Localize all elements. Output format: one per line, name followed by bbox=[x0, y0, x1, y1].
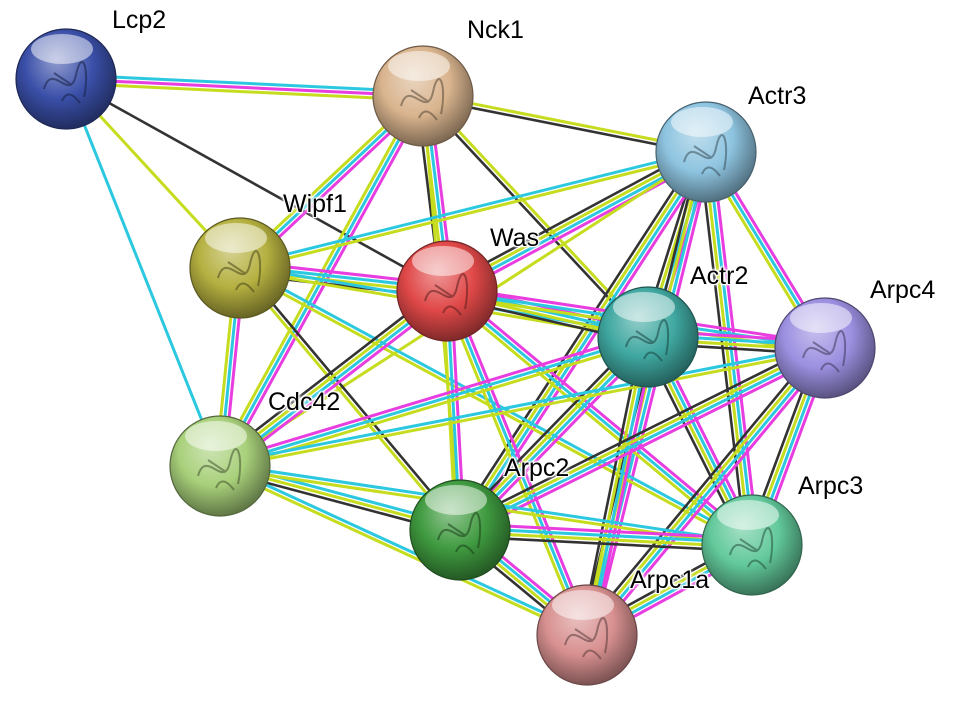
edge-strand-lime bbox=[217, 466, 588, 639]
edge-strand-cyan bbox=[459, 348, 828, 534]
edge-arpc4-arpc2 bbox=[455, 341, 830, 538]
sphere-highlight bbox=[790, 303, 852, 333]
protein-structure-icon bbox=[424, 273, 469, 316]
edge-strand-cyan bbox=[218, 335, 650, 468]
edge-strand-lime bbox=[457, 344, 826, 530]
edge-strand-lime bbox=[583, 345, 825, 636]
node-label-actr2: Actr2 bbox=[690, 262, 749, 290]
edge-strand-black bbox=[580, 342, 822, 633]
edge-strand-cyan bbox=[219, 462, 590, 635]
edge-actr3-wipf1 bbox=[237, 148, 709, 272]
edge-strand-pink bbox=[449, 287, 593, 635]
edge-strand-cyan bbox=[64, 77, 222, 468]
edge-strand-cyan bbox=[587, 347, 829, 638]
edge-strand-pink bbox=[590, 350, 832, 641]
node-label-arpc3: Arpc3 bbox=[798, 472, 864, 500]
edge-strand-cyan bbox=[237, 148, 707, 268]
node-arpc2[interactable] bbox=[409, 479, 511, 581]
edge-strand-lime bbox=[236, 267, 460, 533]
node-label-arpc1a: Arpc1a bbox=[630, 566, 710, 594]
node-label-was: Was bbox=[490, 224, 540, 252]
edge-strand-cyan bbox=[64, 73, 425, 94]
sphere-highlight bbox=[185, 421, 247, 451]
node-was[interactable] bbox=[396, 240, 498, 342]
sphere-highlight bbox=[613, 292, 675, 322]
edge-strand-black bbox=[455, 341, 824, 526]
edge-actr3-arpc2 bbox=[453, 147, 713, 535]
edge-strand-pink bbox=[217, 331, 649, 464]
sphere-highlight bbox=[717, 500, 779, 530]
sphere-highlight bbox=[31, 34, 93, 64]
sphere-highlight bbox=[412, 246, 474, 276]
node-label-arpc2: Arpc2 bbox=[504, 454, 570, 482]
node-actr2[interactable] bbox=[597, 286, 699, 388]
edge-strand-black bbox=[453, 147, 703, 528]
node-label-cdc42: Cdc42 bbox=[268, 388, 341, 416]
edge-strand-lime bbox=[423, 93, 652, 338]
edge-wipf1-arpc2 bbox=[236, 265, 463, 533]
node-lcp2[interactable] bbox=[15, 28, 117, 130]
node-wipf1[interactable] bbox=[189, 217, 291, 319]
edge-strand-cyan bbox=[460, 151, 710, 533]
edge-lcp2-was bbox=[64, 77, 449, 293]
node-label-actr3: Actr3 bbox=[748, 82, 807, 110]
node-nck1[interactable] bbox=[372, 45, 474, 147]
protein-structure-icon bbox=[437, 512, 482, 555]
sphere-highlight bbox=[425, 485, 487, 515]
protein-structure-icon bbox=[683, 134, 728, 177]
edge-strand-pink bbox=[64, 77, 425, 98]
sphere-highlight bbox=[671, 107, 733, 137]
edge-strand-lime bbox=[441, 291, 585, 639]
edge-strand-lime bbox=[64, 81, 425, 102]
node-cdc42[interactable] bbox=[169, 415, 271, 517]
protein-structure-icon bbox=[802, 330, 847, 373]
edge-arpc4-arpc1a bbox=[580, 342, 832, 641]
protein-structure-icon bbox=[43, 61, 88, 104]
edge-strand-cyan bbox=[218, 344, 827, 466]
edge-strand-lime bbox=[456, 149, 706, 531]
node-label-arpc4: Arpc4 bbox=[870, 276, 936, 304]
edge-lcp2-nck1 bbox=[64, 73, 425, 102]
protein-structure-icon bbox=[400, 78, 445, 121]
sphere-highlight bbox=[205, 223, 267, 253]
node-arpc4[interactable] bbox=[774, 297, 876, 399]
protein-structure-icon bbox=[564, 617, 609, 660]
node-arpc1a[interactable] bbox=[536, 584, 638, 686]
sphere-highlight bbox=[388, 51, 450, 81]
edge-strand-pink bbox=[591, 336, 656, 638]
protein-structure-icon bbox=[625, 319, 670, 362]
node-label-wipf1: Wipf1 bbox=[283, 190, 347, 218]
edge-strand-lime bbox=[218, 348, 827, 470]
edge-arpc4-cdc42 bbox=[218, 344, 827, 470]
protein-structure-icon bbox=[729, 527, 774, 570]
edge-cdc42-arpc1a bbox=[217, 462, 590, 639]
edge-strand-pink bbox=[461, 352, 830, 538]
sphere-highlight bbox=[552, 590, 614, 620]
node-actr3[interactable] bbox=[655, 101, 757, 203]
edge-strand-black bbox=[579, 334, 644, 636]
protein-structure-icon bbox=[217, 250, 262, 293]
node-label-lcp2: Lcp2 bbox=[112, 6, 167, 34]
protein-structure-icon bbox=[197, 448, 242, 491]
edge-strand-lime bbox=[239, 152, 709, 272]
node-label-nck1: Nck1 bbox=[467, 16, 524, 44]
edge-strand-pink bbox=[463, 153, 713, 535]
edge-lcp2-cdc42 bbox=[64, 77, 222, 468]
node-layer bbox=[15, 28, 876, 686]
edge-strand-black bbox=[64, 77, 449, 293]
edge-strand-pink bbox=[591, 152, 714, 639]
node-arpc3[interactable] bbox=[701, 494, 803, 596]
edge-strand-black bbox=[240, 265, 463, 530]
